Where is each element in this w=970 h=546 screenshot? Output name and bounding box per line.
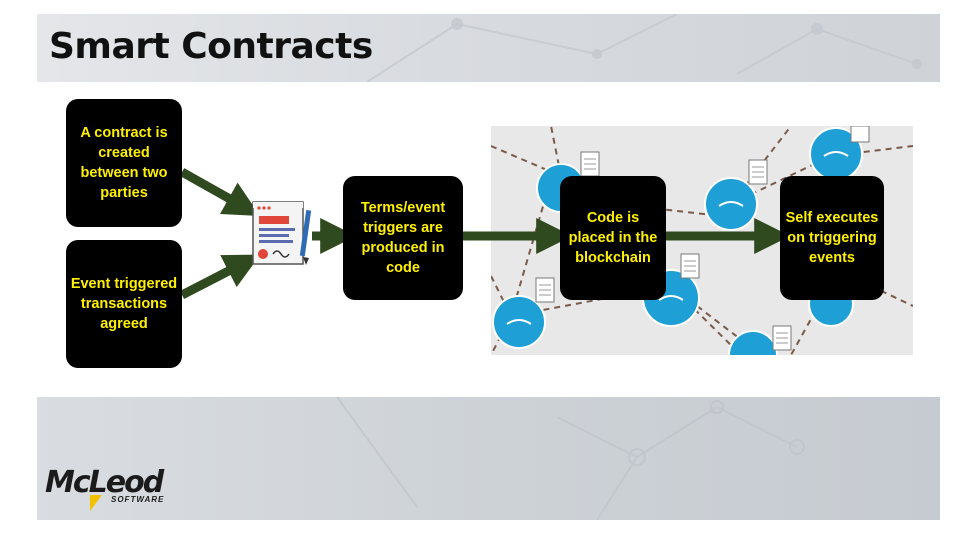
step-event-triggered-label: Event triggered transactions agreed: [70, 276, 178, 332]
step-self-executes: Self executes on triggering events: [780, 176, 884, 300]
title-band: Smart Contracts: [37, 14, 940, 82]
mcleod-software-logo: McLeod SOFTWARE: [45, 465, 185, 515]
step-terms-code-label: Terms/event triggers are produced in cod…: [360, 200, 446, 276]
footer-band: [37, 397, 940, 520]
step-event-triggered: Event triggered transactions agreed: [66, 240, 182, 368]
title-band-decoration: [366, 14, 922, 82]
arrow-event-to-document: [179, 254, 261, 299]
page-title: Smart Contracts: [49, 26, 373, 67]
arrow-contract-to-document: [179, 168, 261, 216]
logo-subtext: SOFTWARE: [111, 495, 165, 504]
step-terms-code: Terms/event triggers are produced in cod…: [343, 176, 463, 300]
step-code-blockchain-label: Code is placed in the blockchain: [568, 210, 658, 266]
step-contract-created: A contract is created between two partie…: [66, 99, 182, 227]
logo-wordmark: McLeod: [45, 465, 164, 500]
step-code-blockchain: Code is placed in the blockchain: [560, 176, 666, 300]
step-self-executes-label: Self executes on triggering events: [785, 210, 879, 266]
contract-document-icon: [252, 201, 312, 265]
footer-band-decoration: [336, 397, 805, 520]
step-contract-created-label: A contract is created between two partie…: [80, 125, 168, 201]
